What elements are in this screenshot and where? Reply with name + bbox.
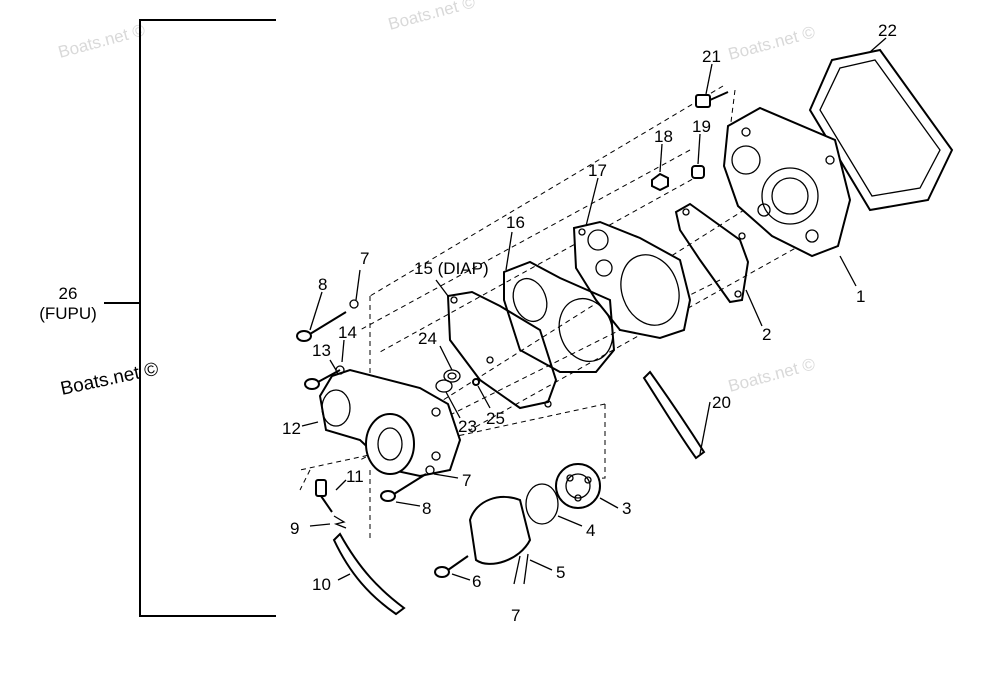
callout-19: 19: [692, 117, 711, 136]
screw-6: [434, 555, 469, 578]
callout-16: 16: [506, 213, 525, 232]
callout-23: 23: [458, 417, 477, 436]
pump-cover-1: [722, 106, 852, 258]
bracket-code: (FUPU): [39, 304, 97, 323]
watermark: Boats.net ©: [386, 0, 477, 34]
callout-6: 6: [472, 572, 481, 591]
assembly-bracket: [104, 19, 276, 617]
callout-15: 15 (DIAP): [414, 259, 489, 278]
callout-3: 3: [622, 499, 631, 518]
callout-24: 24: [418, 329, 437, 348]
callout-9: 9: [290, 519, 299, 538]
callout-20: 20: [712, 393, 731, 412]
leader-lines: [301, 37, 887, 581]
nut-18: [651, 172, 669, 192]
screw-21: [695, 91, 729, 108]
callout-4: 4: [586, 521, 595, 540]
callout-7-mid: 7: [462, 471, 471, 490]
callout-21: 21: [702, 47, 721, 66]
diaphragm-15: [446, 290, 558, 410]
screw-8-lower: [380, 473, 427, 502]
washer-7-lower: [425, 465, 435, 475]
gasket-22: [808, 48, 954, 212]
callout-1: 1: [856, 287, 865, 306]
gasket-4: [525, 483, 559, 525]
callout-2: 2: [762, 325, 771, 344]
callout-25: 25: [486, 409, 505, 428]
watermark: Boats.net ©: [726, 22, 817, 64]
callout-5: 5: [556, 563, 565, 582]
washer-23: [435, 379, 453, 393]
callout-13: 13: [312, 341, 331, 360]
callout-22: 22: [878, 21, 897, 40]
callout-7-top: 7: [360, 249, 369, 268]
plate-2: [674, 202, 750, 304]
plug-19: [691, 165, 705, 179]
screen-3: [555, 463, 601, 509]
gasket-16: [503, 260, 616, 373]
hose-20: [642, 370, 706, 460]
callout-8-top: 8: [318, 275, 327, 294]
fitting-11: [315, 479, 333, 513]
hose-10: [332, 532, 406, 616]
watermark: Boats.net ©: [726, 354, 817, 396]
callout-18: 18: [654, 127, 673, 146]
pump-body-12: [318, 368, 462, 478]
callout-10: 10: [312, 575, 331, 594]
callout-17: 17: [588, 161, 607, 180]
callout-12: 12: [282, 419, 301, 438]
callout-14: 14: [338, 323, 357, 342]
clip-9: [333, 515, 347, 529]
pin-25: [472, 378, 480, 386]
callout-8-bottom: 8: [422, 499, 431, 518]
watermark: Boats.net ©: [56, 20, 147, 62]
watermark-dark: Boats.net ©: [59, 359, 161, 400]
bracket-number: 26: [59, 284, 78, 303]
callout-11: 11: [346, 467, 364, 486]
callout-7-bottom: 7: [511, 606, 520, 625]
valve-body-17: [572, 220, 692, 340]
washer-7-upper: [349, 299, 359, 309]
filter-bowl-5: [468, 495, 532, 585]
screw-8-upper: [296, 311, 347, 342]
